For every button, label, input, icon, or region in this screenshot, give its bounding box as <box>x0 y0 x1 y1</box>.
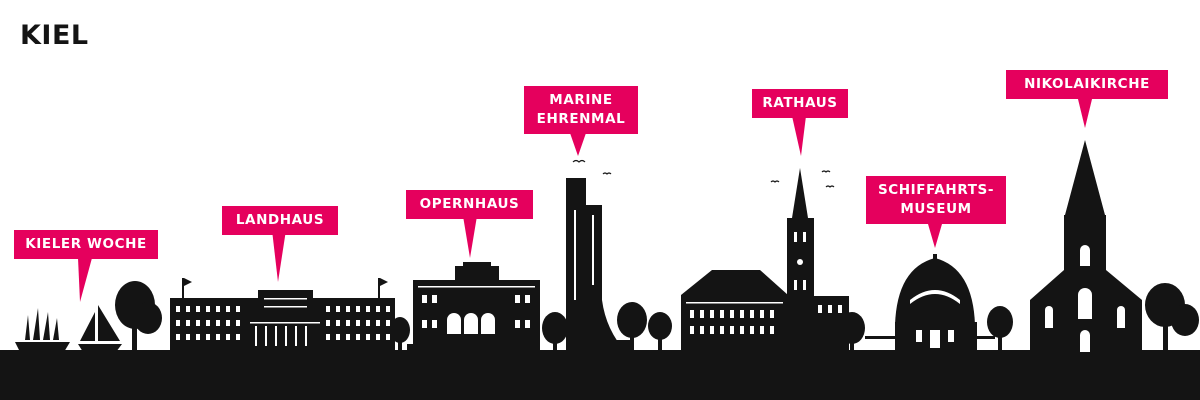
landmark-label-rathaus: RATHAUS <box>752 89 848 118</box>
page-title: KIEL <box>20 20 89 51</box>
landmark-label-schiffahrtsmuseum: SCHIFFAHRTS- MUSEUM <box>866 176 1006 224</box>
landhaus-building <box>170 278 395 352</box>
birds-icon <box>572 159 835 188</box>
landmark-label-landhaus: LANDHAUS <box>222 206 338 235</box>
ehrenmal-windows <box>574 210 594 300</box>
tree-icon <box>115 281 162 352</box>
marine-ehrenmal-tower <box>566 178 634 352</box>
tree-icon <box>1145 283 1199 352</box>
tree-icon <box>542 312 568 352</box>
tree-icon <box>839 312 865 352</box>
landmark-label-marine-ehrenmal: MARINE EHRENMAL <box>524 86 638 134</box>
museum-windows <box>910 290 960 348</box>
nikolaikirche-building <box>1030 140 1142 352</box>
opernhaus-building <box>407 262 540 352</box>
sailing-ships-icon <box>15 305 122 352</box>
landhaus-windows <box>176 298 390 346</box>
tree-icon <box>617 302 672 352</box>
rathaus-windows <box>686 232 842 334</box>
tree-icon <box>987 306 1013 352</box>
landmark-label-kieler-woche: KIELER WOCHE <box>14 230 158 259</box>
ground-band <box>0 350 1200 400</box>
tree-icon <box>390 317 410 352</box>
landmark-label-opernhaus: OPERNHAUS <box>406 190 533 219</box>
callout-pointers <box>78 95 1093 302</box>
rathaus-building <box>681 168 849 352</box>
landmark-label-nikolaikirche: NIKOLAIKIRCHE <box>1006 70 1168 99</box>
church-windows <box>1045 245 1125 352</box>
opernhaus-windows <box>418 286 535 334</box>
